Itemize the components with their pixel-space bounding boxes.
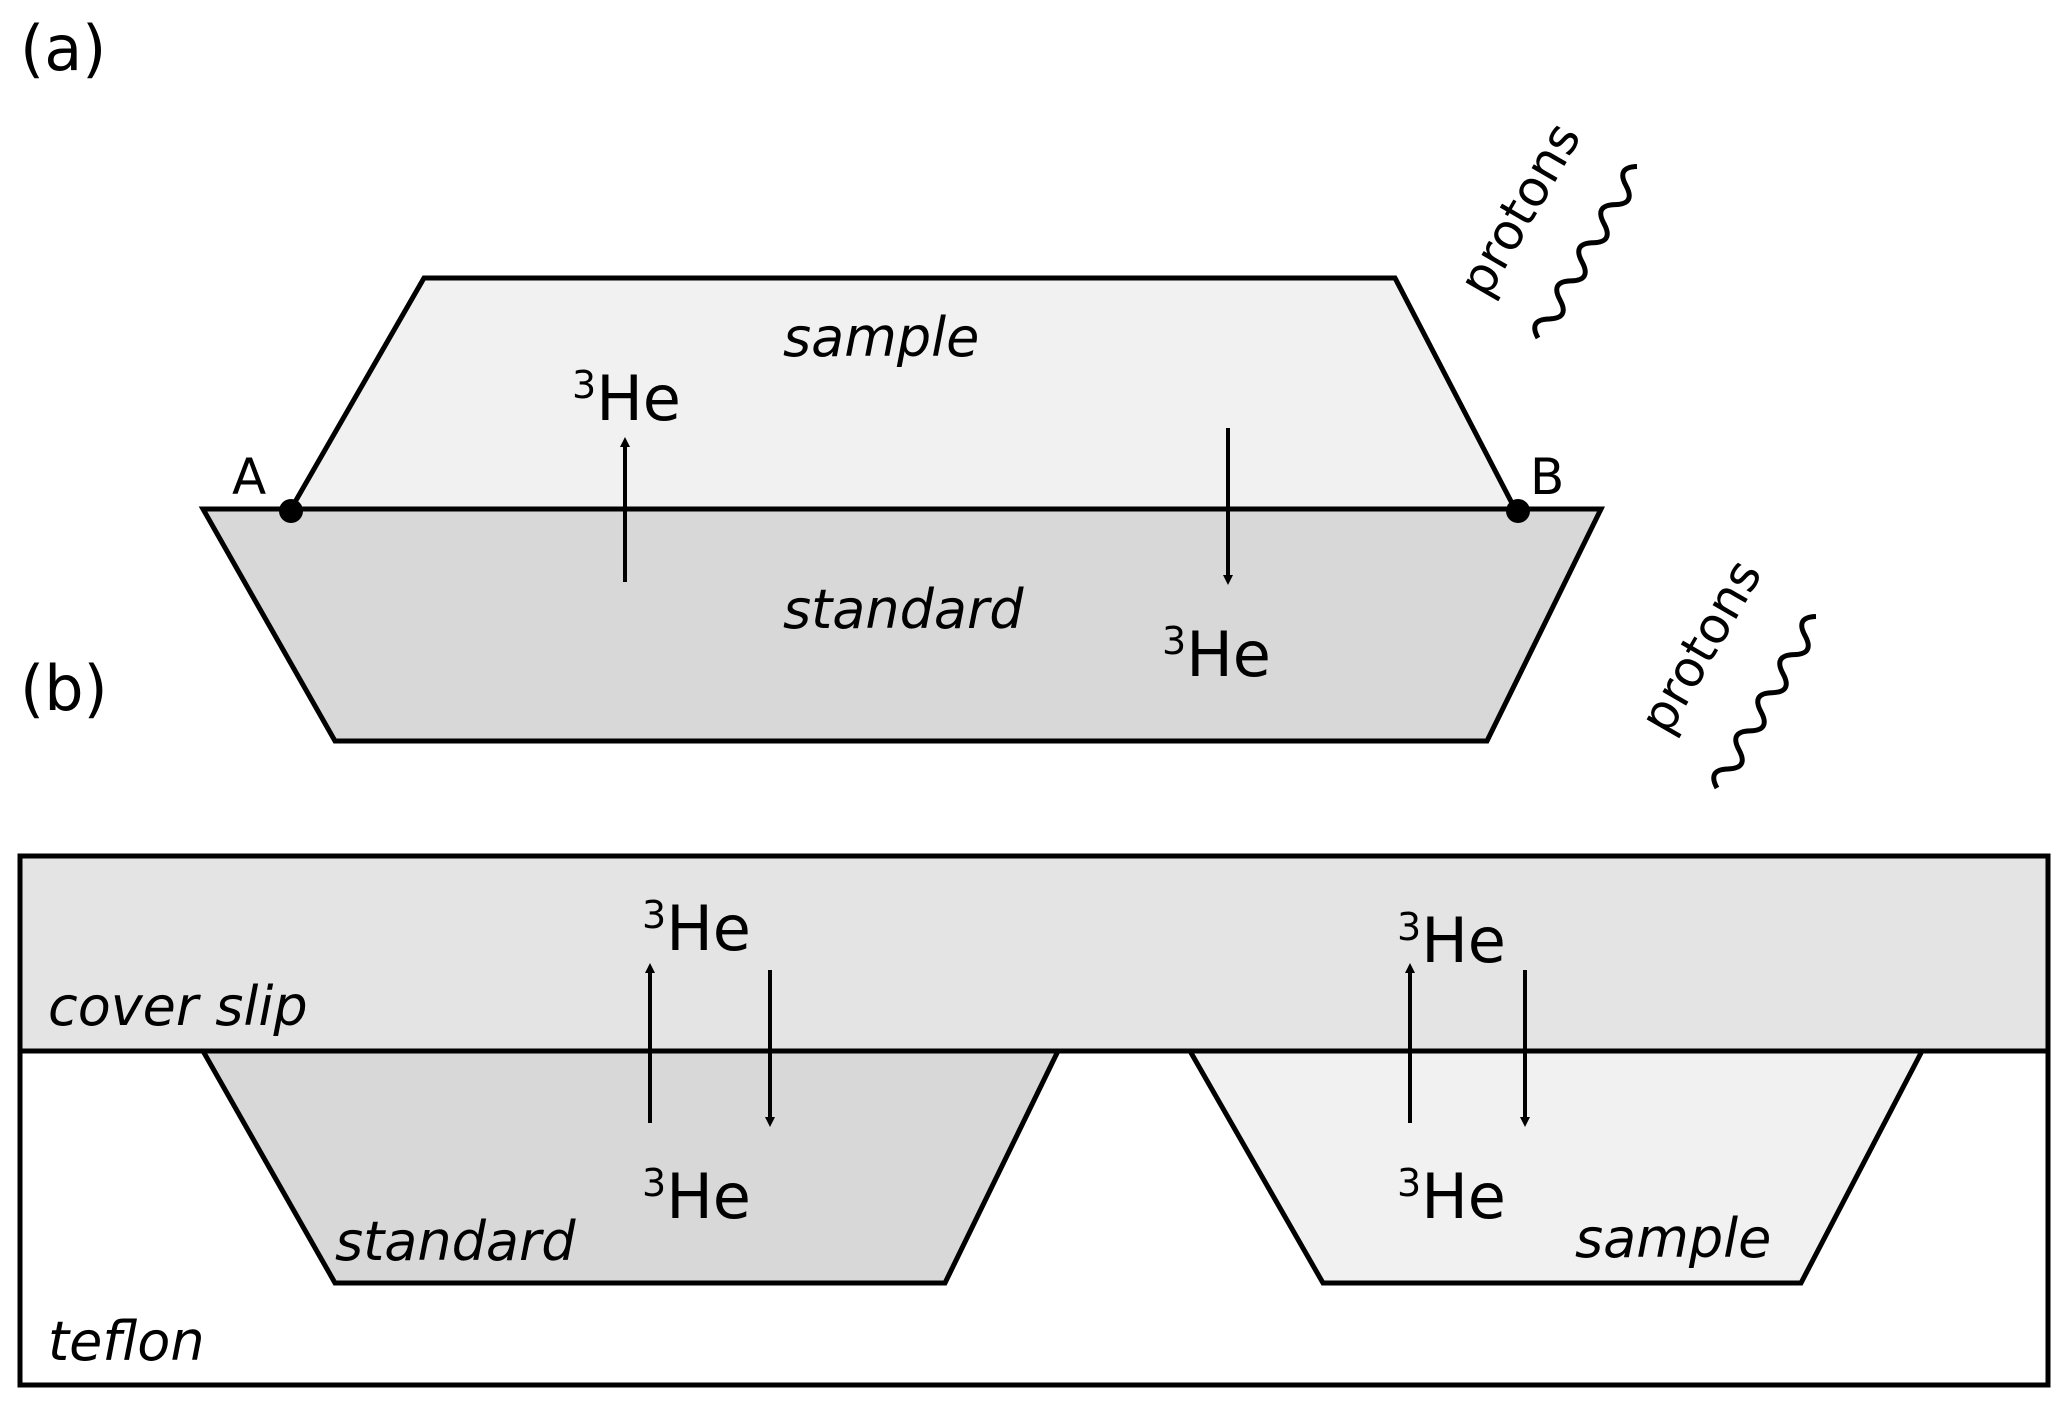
panel-b-protons: protons (1628, 550, 1773, 743)
panel-b-he-smp-bottom: 3He (1397, 1160, 1506, 1233)
panel-b-sample-label: sample (1575, 1207, 1771, 1270)
panel-a-label: (a) (20, 12, 106, 85)
panel-b-proton-wave-icon (1711, 614, 1817, 790)
panel-a-protons: protons (1447, 113, 1592, 306)
panel-a-protons-label: protons (1447, 113, 1592, 306)
cover-slip-label: cover slip (48, 975, 308, 1038)
panel-a-he-down: 3He (1162, 618, 1271, 691)
panel-b-he-std-bottom: 3He (642, 1160, 751, 1233)
panel-a-sample-label: sample (783, 306, 979, 369)
panel-b-label: (b) (20, 652, 108, 725)
panel-b-he-std-top: 3He (642, 892, 751, 965)
point-a-marker (279, 499, 303, 523)
teflon-label: teflon (48, 1310, 205, 1373)
cover-slip (17, 853, 2051, 1054)
panel-b-protons-label: protons (1628, 550, 1773, 743)
point-b-label: B (1530, 448, 1564, 506)
panel-b-standard-well (198, 1048, 1062, 1286)
panel-b-he-smp-top: 3He (1397, 904, 1506, 977)
panel-a-proton-wave-icon (1532, 164, 1638, 340)
panel-b-standard-label: standard (335, 1210, 576, 1273)
point-a-label: A (232, 448, 266, 506)
point-b-marker (1506, 499, 1530, 523)
panel-a-he-up: 3He (572, 362, 681, 435)
panel-a-standard-label: standard (783, 578, 1024, 641)
